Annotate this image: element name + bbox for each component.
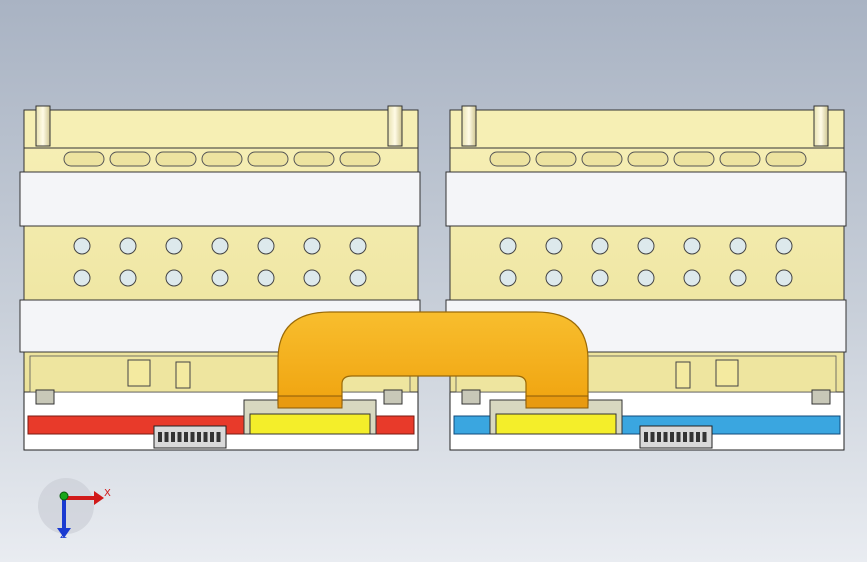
left-top-cap [23, 109, 419, 149]
hole [349, 269, 367, 287]
slot [293, 151, 335, 167]
hole [683, 237, 701, 255]
hole [775, 237, 793, 255]
right-top-cap [449, 109, 845, 149]
slot [63, 151, 105, 167]
slot [155, 151, 197, 167]
connector-pin [210, 432, 214, 442]
connector-pin [184, 432, 188, 442]
right-hole-grid [499, 237, 793, 287]
connector-pin [657, 432, 661, 442]
right-post-left [461, 105, 477, 147]
connector-pin [197, 432, 201, 442]
connector-pin [683, 432, 687, 442]
connector-pin [676, 432, 681, 442]
hole [499, 237, 517, 255]
slot [489, 151, 531, 167]
left-slot-row [63, 151, 381, 167]
left-upper-band [19, 171, 421, 227]
connector-pin [216, 432, 221, 442]
hole [165, 237, 183, 255]
left-post-left [35, 105, 51, 147]
hole [73, 269, 91, 287]
left-screw-2 [383, 389, 403, 405]
right-post-right [813, 105, 829, 147]
hole [257, 269, 275, 287]
right-clip-1 [715, 359, 739, 387]
hole [349, 237, 367, 255]
connector-pin [158, 432, 162, 442]
hole [637, 237, 655, 255]
left-bottom-connector [153, 425, 227, 449]
connector-pin [702, 432, 707, 442]
slot [765, 151, 807, 167]
hole [257, 237, 275, 255]
flex-cable[interactable] [277, 311, 589, 405]
hole [591, 237, 609, 255]
hole [73, 237, 91, 255]
right-clip-2 [675, 361, 691, 389]
connector-pin [670, 432, 674, 442]
hole [211, 269, 229, 287]
hole [119, 269, 137, 287]
left-clip-2 [175, 361, 191, 389]
left-post-right [387, 105, 403, 147]
left-connector-pins [158, 432, 221, 442]
z-axis-label: Z [60, 530, 67, 541]
left-screw-1 [35, 389, 55, 405]
hole [591, 269, 609, 287]
connector-pin [650, 432, 655, 442]
hole [683, 269, 701, 287]
connector-pin [696, 432, 700, 442]
hole [729, 237, 747, 255]
hole [303, 237, 321, 255]
left-clip-1 [127, 359, 151, 387]
hole [211, 237, 229, 255]
flex-cable-left-end [277, 395, 343, 409]
connector-pin [190, 432, 195, 442]
right-yellow-connector-face [495, 413, 617, 435]
connector-pin [171, 432, 175, 442]
connector-pin [164, 432, 169, 442]
hole [119, 237, 137, 255]
left-module[interactable] [19, 105, 421, 451]
slot [201, 151, 243, 167]
hole [303, 269, 321, 287]
connector-pin [203, 432, 208, 442]
right-slot-row [489, 151, 807, 167]
hole [499, 269, 517, 287]
slot [109, 151, 151, 167]
right-module[interactable] [445, 105, 847, 451]
flex-cable-right-end [525, 395, 589, 409]
hole [165, 269, 183, 287]
left-hole-grid [73, 237, 367, 287]
slot [581, 151, 623, 167]
axis-triad [38, 478, 104, 538]
hole [545, 237, 563, 255]
connector-pin [663, 432, 668, 442]
hole [775, 269, 793, 287]
hole [637, 269, 655, 287]
left-yellow-connector-face [249, 413, 371, 435]
right-screw-1 [461, 389, 481, 405]
slot [673, 151, 715, 167]
right-connector-pins [644, 432, 707, 442]
slot [627, 151, 669, 167]
right-upper-band [445, 171, 847, 227]
right-bottom-connector [639, 425, 713, 449]
slot [535, 151, 577, 167]
hole [729, 269, 747, 287]
slot [719, 151, 761, 167]
connector-pin [644, 432, 648, 442]
connector-pin [177, 432, 182, 442]
hole [545, 269, 563, 287]
right-screw-2 [811, 389, 831, 405]
connector-pin [689, 432, 694, 442]
slot [339, 151, 381, 167]
x-axis-label: X [104, 488, 111, 499]
slot [247, 151, 289, 167]
